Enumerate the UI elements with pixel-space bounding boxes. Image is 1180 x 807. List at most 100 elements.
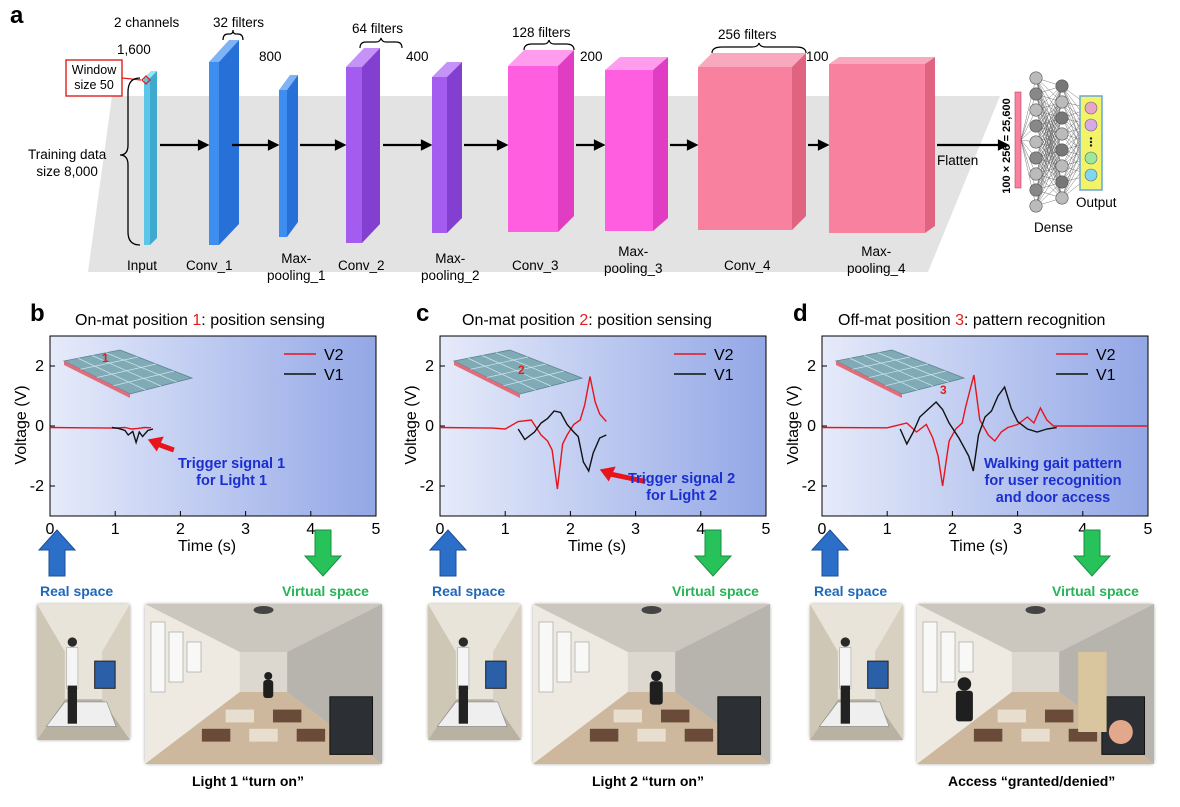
maxpool4-block (829, 57, 935, 233)
series-v2-line (439, 376, 607, 490)
floor-tile (660, 709, 690, 723)
virtual-space-render (917, 604, 1154, 764)
title-position-number: 2 (579, 312, 589, 329)
output-ellipsis-dot (1089, 137, 1093, 140)
maxpool4-size-label: 100 (806, 49, 829, 64)
floor-tile (201, 728, 231, 742)
virtual-space-label: Virtual space (672, 583, 759, 599)
window-marker (141, 75, 151, 85)
virtual-space-down-arrow-icon (303, 529, 343, 577)
conv3-filters-label: 128 filters (512, 25, 571, 40)
flatten-size-label: 100 × 256 = 25,600 (1001, 98, 1013, 194)
dense-node (1029, 103, 1043, 117)
flatten-vector (1014, 91, 1022, 189)
dense-network (1020, 71, 1092, 213)
conv4-label: Conv_4 (724, 258, 771, 273)
cnn-architecture-diagram (65, 29, 1103, 272)
avatar-head (957, 677, 972, 691)
floor-tile (1044, 709, 1074, 723)
output-ellipsis-dot (1089, 140, 1093, 144)
floor-tile (613, 709, 643, 723)
output-node (1084, 151, 1098, 165)
panel-c-letter: c (416, 300, 430, 327)
dense-label: Dense (1034, 220, 1074, 235)
x-tick-label: 3 (631, 521, 640, 538)
x-tick-label: 3 (241, 521, 250, 538)
panel-b-title: On-mat position 1: position sensing (75, 312, 325, 330)
maxpool1-size-label: 800 (259, 49, 282, 64)
training-data-line2: size 8,000 (36, 164, 98, 179)
dense-node (1055, 79, 1069, 93)
maxpool2-label-line1: Max- (435, 251, 466, 266)
virtual-space-render (145, 604, 382, 764)
conv3-label: Conv_3 (512, 258, 559, 273)
dense-node (1055, 159, 1069, 173)
real-space-up-arrow-icon (810, 529, 850, 577)
floor-tile (272, 709, 302, 723)
flow-arrows (160, 139, 1010, 151)
x-tick-label: 5 (372, 521, 381, 538)
conv4-filters-label: 256 filters (718, 27, 777, 42)
panel-a-letter: a (10, 2, 24, 29)
virtual-space-label: Virtual space (1052, 583, 1139, 599)
annotation-line: Walking gait pattern (984, 456, 1123, 472)
dense-node (1055, 95, 1069, 109)
x-tick-label: 1 (883, 521, 892, 538)
panel-b-letter: b (30, 300, 45, 327)
conv3-block (508, 50, 574, 232)
x-tick-label: 4 (696, 521, 705, 538)
x-tick-label: 3 (1013, 521, 1022, 538)
annotation-line: for Light 1 (196, 473, 268, 489)
input-block (144, 71, 157, 245)
window-size-line2: size 50 (74, 78, 114, 92)
real-space-label: Real space (40, 583, 114, 599)
y-tick-label: -2 (30, 478, 44, 495)
series-v1-line (899, 385, 1057, 472)
y-tick-label: 0 (807, 418, 816, 435)
series-v2-line (49, 426, 152, 430)
x-tick-label: 5 (762, 521, 771, 538)
legend-label: V2 (714, 347, 734, 364)
face-icon (1108, 720, 1133, 744)
maxpool3-label-line1: Max- (618, 244, 649, 259)
real-space-photo (37, 604, 130, 740)
output-ellipsis-dot (1089, 144, 1093, 147)
conv1-block (209, 40, 239, 245)
x-tick-label: 2 (176, 521, 185, 538)
real-space-photo (428, 604, 521, 740)
maxpool3-size-label: 200 (580, 49, 603, 64)
dense-node (1029, 151, 1043, 165)
panel-d-letter: d (793, 300, 808, 327)
conv4-block (698, 53, 806, 230)
maxpool3-block (605, 57, 668, 231)
conv2-block (346, 48, 380, 243)
annotation-arrow (607, 471, 646, 484)
annotation-line: for user recognition (984, 473, 1122, 489)
dense-node (1055, 191, 1069, 205)
mat-position-label: 2 (518, 363, 525, 377)
conv2-label: Conv_2 (338, 258, 385, 273)
floor-tile (1021, 728, 1050, 742)
mat-position-label: 1 (102, 351, 109, 365)
x-axis-label: Time (s) (178, 538, 237, 555)
output-label: Output (1076, 195, 1117, 210)
training-data-line1: Training data (28, 147, 107, 162)
title-text: On-mat position (75, 312, 193, 329)
maxpool2-block (432, 62, 462, 233)
dense-node (1055, 127, 1069, 141)
training-data-label: Training data size 8,000 (28, 146, 106, 180)
input-channels-label: 2 channels (114, 15, 180, 30)
maxpool4-label-line1: Max- (861, 244, 892, 259)
scene-caption: Light 1 “turn on” (192, 773, 304, 789)
panel-c-title: On-mat position 2: position sensing (462, 312, 712, 330)
dense-node (1029, 167, 1043, 181)
avatar-body (955, 690, 973, 722)
x-tick-label: 2 (948, 521, 957, 538)
dense-node (1029, 71, 1043, 85)
title-text: On-mat position (462, 312, 580, 329)
